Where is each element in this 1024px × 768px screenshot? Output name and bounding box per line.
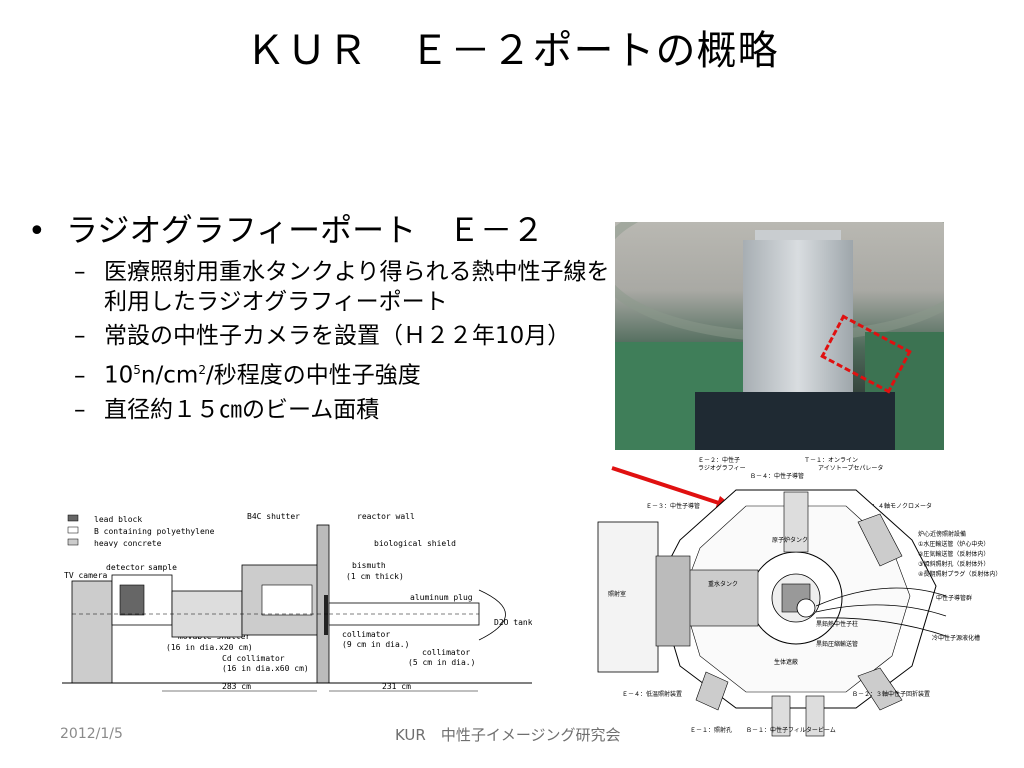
label-neutron-guide: 中性子導管群 (936, 594, 972, 602)
label-e3: Ｅ－３：中性子導管 (646, 502, 700, 510)
slide-title: ＫＵＲ Ｅ－２ポートの概略 (245, 28, 779, 74)
bullet-main-text: ラジオグラフィーポート Ｅ－２ (66, 211, 545, 249)
label-dim-231: 231 cm (382, 682, 411, 691)
label-collimator-5cm-dim: (5 cm in dia.) (408, 658, 475, 667)
label-b4: Ｂ－４：中性子導管 (750, 472, 804, 480)
bullet-list: • ラジオグラフィーポート Ｅ－２ – 医療照射用重水タンクより得られる熱中性子… (28, 205, 618, 429)
label-list-4: ④長期照射プラグ（反射体内） (918, 570, 1001, 578)
label-biological-shield: biological shield (374, 539, 456, 548)
label-collimator-5cm: collimator (422, 648, 470, 657)
dash-icon: – (74, 362, 86, 389)
label-thermal-column: 黒鉛熱中性子柱 (816, 620, 858, 628)
label-b4c-shutter: B4C shutter (247, 512, 300, 521)
flux-unit-exp: 2 (198, 363, 206, 377)
label-e2: Ｅ－２：中性子 (698, 456, 740, 464)
label-graphite-transport: 黒鉛圧縮輸送管 (816, 640, 858, 648)
label-collimator-9cm-dim: (9 cm in dia.) (342, 640, 409, 649)
flux-base: 10 (104, 362, 134, 389)
label-t1-b: アイソトープセパレータ (818, 464, 883, 472)
label-list-title: 炉心近傍照射設備 (918, 530, 966, 538)
dash-icon: – (74, 396, 86, 423)
label-reactor-wall: reactor wall (357, 512, 415, 521)
label-heavy-water-tank: 重水タンク (708, 580, 738, 588)
label-b2: Ｂ－２：３軸中性子回折装置 (852, 690, 930, 698)
sub-item-text: 常設の中性子カメラを設置（Ｈ２２年10月） (104, 323, 571, 349)
label-cd-collimator: Cd collimator (222, 654, 285, 663)
label-sample: sample (148, 563, 177, 572)
label-e1: Ｅ－１：照射孔 (690, 726, 732, 734)
label-b3: Ｂ－３：４軸モノクロメータ (854, 502, 932, 510)
label-e4: Ｅ－４：低温照射装置 (622, 690, 682, 698)
label-b1: Ｂ－１：中性子フィルタービーム (746, 726, 836, 734)
sub-item-text: 医療照射用重水タンクより得られる熱中性子線を利用したラジオグラフィーポート (104, 259, 610, 315)
label-irradiation-room: 照射室 (608, 590, 626, 598)
dash-icon: – (74, 259, 86, 285)
bullet-dot-icon: • (28, 214, 46, 249)
flux-exp: 5 (133, 363, 141, 377)
label-collimator-9cm: collimator (342, 630, 390, 639)
sub-item-text: 直径約１５㎝のビーム面積 (104, 396, 380, 423)
sub-item-1: – 医療照射用重水タンクより得られる熱中性子線を利用したラジオグラフィーポート (74, 257, 618, 317)
legend-b-polyethylene: B containing polyethylene (94, 527, 215, 536)
label-list-3: ③傾斜照射孔（反射体外） (918, 560, 989, 568)
sub-item-4: – 直径約１５㎝のビーム面積 (74, 395, 618, 425)
flux-suffix: /秒程度の中性子強度 (205, 362, 421, 389)
photo-floor-equipment (695, 392, 895, 450)
label-dim-283: 283 cm (222, 682, 251, 691)
legend-heavy-concrete: heavy concrete (94, 539, 162, 548)
flux-unit: n/cm (140, 362, 199, 389)
bullet-main: • ラジオグラフィーポート Ｅ－２ (28, 205, 618, 251)
label-aluminum-plug: aluminum plug (410, 593, 473, 602)
sub-item-3: – 105n/cm2/秒程度の中性子強度 (74, 355, 618, 391)
label-e2-b: ラジオグラフィー (698, 464, 746, 472)
footer-title: KUR 中性子イメージング研究会 (395, 726, 621, 744)
label-movable-shutter-dim: (16 in dia.x20 cm) (166, 643, 253, 652)
label-cd-collimator-dim: (16 in dia.x60 cm) (222, 664, 309, 673)
label-list-2: ②圧気輸送管（反射体内） (918, 550, 989, 558)
footer-date: 2012/1/5 (60, 726, 123, 742)
sub-item-2: – 常設の中性子カメラを設置（Ｈ２２年10月） (74, 321, 618, 351)
label-detector: detector (106, 563, 145, 572)
label-bio-shield: 生体遮蔽 (774, 658, 798, 666)
legend-lead-block: lead block (94, 515, 142, 524)
dash-icon: – (74, 323, 86, 349)
label-list-1: ①水圧輸送管（炉心中央） (918, 540, 989, 548)
label-bismuth-thick: (1 cm thick) (346, 572, 404, 581)
label-tv-camera: TV camera (64, 571, 108, 580)
label-reactor-tank: 原子炉タンク (772, 536, 808, 544)
label-d2o-tank: D2O tank (494, 618, 532, 627)
e2-port-cross-section: lead block B containing polyethylene hea… (62, 512, 532, 692)
reactor-plan-view: Ｅ－２：中性子 ラジオグラフィー Ｔ－１：オンライン アイソトープセパレータ Ｂ… (597, 456, 1001, 737)
label-bismuth: bismuth (352, 561, 386, 570)
label-t1: Ｔ－１：オンライン (804, 457, 858, 464)
sub-item-text: 105n/cm2/秒程度の中性子強度 (104, 355, 421, 391)
label-cold-source: 冷中性子源液化槽 (932, 634, 980, 642)
reactor-photo (615, 222, 944, 450)
